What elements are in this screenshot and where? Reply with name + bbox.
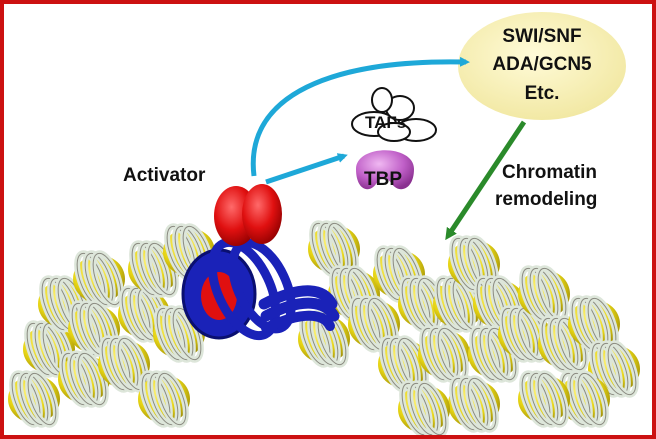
nucleosome: [558, 370, 610, 428]
complex-label-swi-snf: SWI/SNF: [502, 26, 581, 47]
nucleosome: [98, 335, 150, 393]
nucleosome: [518, 370, 570, 428]
nucleosome: [58, 350, 110, 408]
complex-label-etc: Etc.: [525, 83, 560, 104]
activator-label: Activator: [123, 165, 206, 186]
chromatin-remodeling-diagram: Activator TAFs TBP SWI/SNF ADA/GCN5 Etc.…: [8, 12, 640, 435]
nucleosome: [588, 340, 640, 398]
activator-to-complex-arrow: [250, 56, 470, 177]
activator-protein: [214, 184, 282, 246]
remodeling-complex-ellipse: [458, 12, 626, 120]
nucleosome: [138, 370, 190, 428]
nucleosome: [498, 305, 550, 363]
remodeling-arrow: [445, 120, 527, 241]
nucleosome: [448, 375, 500, 433]
tafs-label: TAFs: [365, 113, 406, 132]
tafs-complex: [351, 87, 437, 142]
nucleosome: [418, 325, 470, 383]
complex-label-ada-gcn5: ADA/GCN5: [492, 54, 592, 75]
activator-to-tbp-arrow: [265, 153, 348, 185]
tbp-protein: [356, 150, 414, 190]
nucleosome: [308, 220, 360, 278]
chromatin-fiber: [8, 220, 640, 435]
tbp-label: TBP: [364, 169, 402, 190]
nucleosome: [398, 380, 450, 435]
nucleosome: [8, 370, 60, 428]
remodeling-label-line1: Chromatin: [502, 162, 597, 183]
nucleosome: [73, 250, 125, 308]
remodeling-label-line2: remodeling: [495, 189, 597, 210]
